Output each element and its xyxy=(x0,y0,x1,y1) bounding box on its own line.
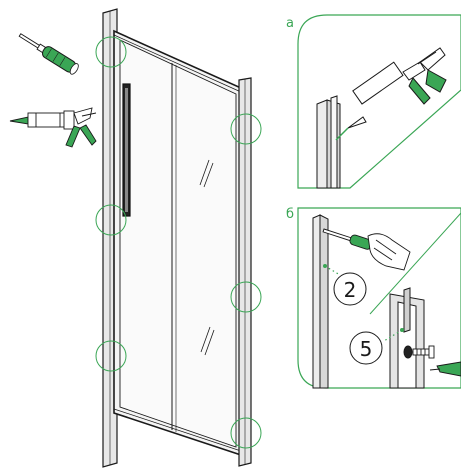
panel-b-label: б xyxy=(286,207,294,222)
step-callout-5-text: 5 xyxy=(360,337,373,361)
sealant-gun-icon xyxy=(9,107,97,148)
detail-sealant-gun xyxy=(347,47,447,129)
ref-circle-low-right xyxy=(230,417,262,449)
ref-circle-mid-right xyxy=(230,281,262,313)
detail-panel-a: а xyxy=(286,14,461,189)
ref-circle-top-right xyxy=(230,113,262,145)
step-callout-2 xyxy=(333,272,367,306)
reference-circles xyxy=(95,36,262,449)
detail-screwdriver xyxy=(322,228,411,271)
shower-door xyxy=(102,8,252,468)
screwdriver-icon xyxy=(18,33,79,75)
detail-screw xyxy=(412,345,435,359)
ref-circle-top-left xyxy=(95,36,127,68)
ref-circle-mid-left xyxy=(95,204,127,236)
step-callout-2-text: 2 xyxy=(344,278,357,302)
step-callout-5 xyxy=(349,331,383,365)
detail-panel-b: б 2 xyxy=(286,207,461,389)
ref-circle-low-left xyxy=(95,340,127,372)
panel-a-label: а xyxy=(286,16,294,31)
glass-reflection xyxy=(199,159,210,186)
